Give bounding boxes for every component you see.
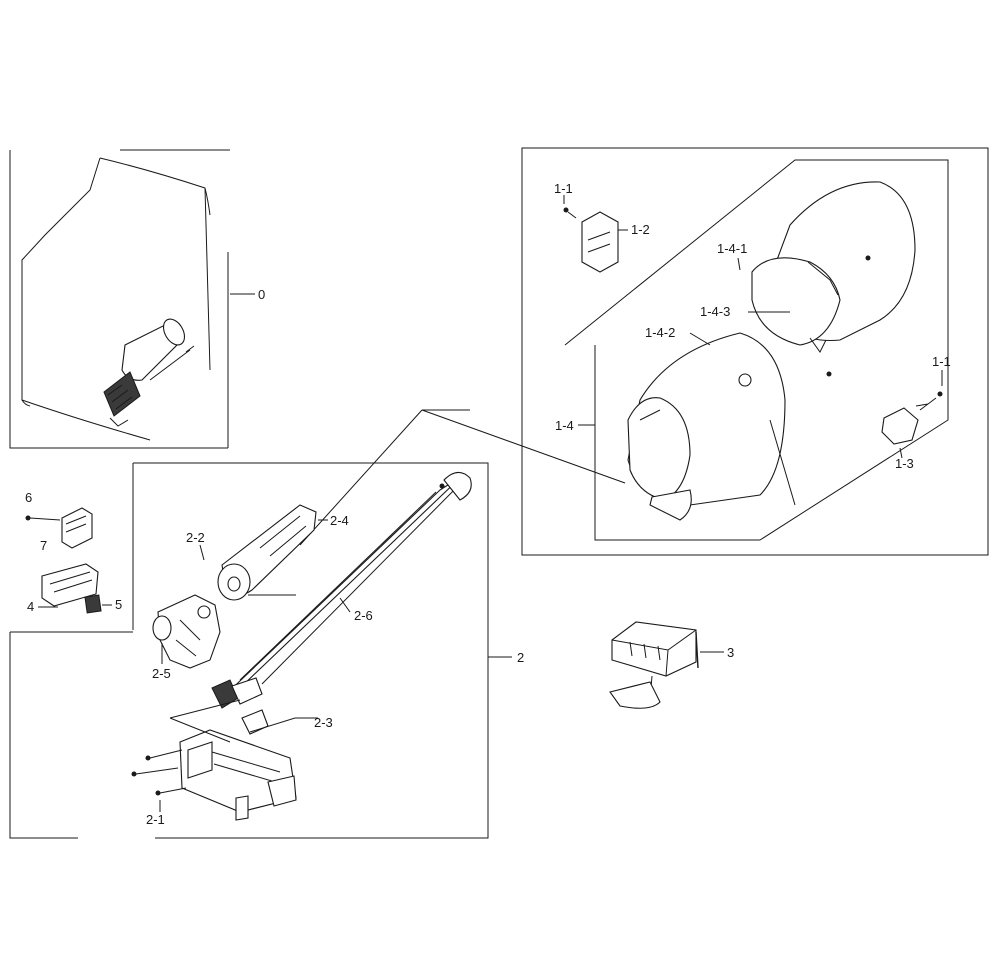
- idler-bracket-part: [152, 594, 221, 669]
- leader-1-3: [899, 447, 903, 459]
- roller-part: [881, 391, 943, 445]
- fan-housing-part: [217, 504, 317, 601]
- group-0-frame: [9, 150, 229, 449]
- leader-1-4-link: [421, 409, 626, 484]
- group-2-inner-box: [299, 409, 470, 546]
- callout-2-1: 2-1: [146, 812, 165, 827]
- group-1-frame: [521, 147, 989, 556]
- callout-7: 7: [40, 538, 47, 553]
- callout-1-3: 1-3: [895, 456, 914, 471]
- sensor-part-4: [41, 563, 99, 607]
- drum-front-part: [627, 332, 786, 521]
- roller-bracket-part: [563, 207, 619, 273]
- bracket-part-3: [609, 621, 699, 709]
- callout-0: 0: [258, 287, 265, 302]
- cabinet-outline: [21, 149, 230, 441]
- cabinet-assembly-group: 0: [9, 149, 265, 449]
- motor-mount-part: [131, 709, 318, 821]
- cabinet-edge: [21, 187, 211, 407]
- callout-1-4-3: 1-4-3: [700, 304, 730, 319]
- motor-part: [103, 318, 195, 427]
- callout-1-1-right: 1-1: [932, 354, 951, 369]
- callout-2-6: 2-6: [354, 608, 373, 623]
- callout-3: 3: [727, 645, 734, 660]
- leader-1-4-1: [737, 257, 741, 271]
- callout-5: 5: [115, 597, 122, 612]
- callout-2: 2: [517, 650, 524, 665]
- callout-4: 4: [27, 599, 34, 614]
- drum-inner-box: [564, 159, 949, 541]
- drum-shaft-line: [769, 419, 796, 506]
- callout-2-3: 2-3: [314, 715, 333, 730]
- group-2-frame: [9, 462, 489, 839]
- callout-1-4: 1-4: [555, 418, 574, 433]
- callout-6: 6: [25, 490, 32, 505]
- leader-2-2: [199, 544, 205, 561]
- leader-2-6: [339, 597, 351, 613]
- callout-1-1-top: 1-1: [554, 181, 573, 196]
- leader-1-4-2: [689, 332, 711, 346]
- callout-1-4-2: 1-4-2: [645, 325, 675, 340]
- motor-box-outline: [169, 699, 241, 743]
- filter-part-5: [84, 594, 102, 614]
- callout-1-2: 1-2: [631, 222, 650, 237]
- callout-2-5: 2-5: [152, 666, 171, 681]
- callout-1-4-1: 1-4-1: [717, 241, 747, 256]
- drive-shaft-part: [211, 471, 472, 709]
- sensor-bracket-group: 6 7 4 5: [25, 490, 122, 614]
- mount-bracket-group: 3: [609, 621, 734, 709]
- drum-rear-part: [751, 181, 916, 377]
- callout-2-2: 2-2: [186, 530, 205, 545]
- motor-shaft-group: 2-2 2-4 2-6 2-5 2 2-3 2-1: [9, 409, 524, 839]
- bracket-part-7: [25, 507, 93, 549]
- drum-assembly-group: 1-1 1-2 1-4-1 1-4-3 1-4-2 1-1 1-4 1-3: [421, 147, 989, 556]
- callout-2-4: 2-4: [330, 513, 349, 528]
